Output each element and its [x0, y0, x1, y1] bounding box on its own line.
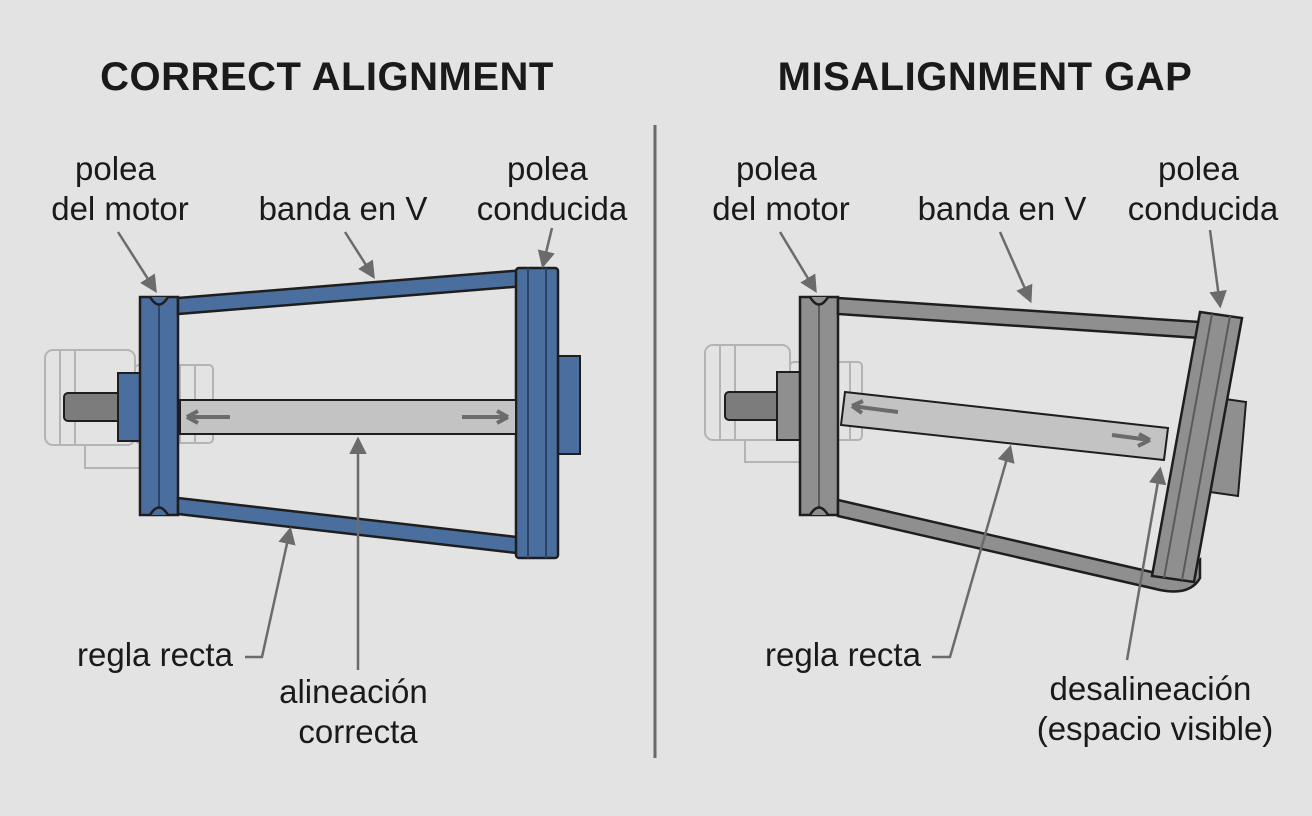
right-panel: MISALIGNMENT GAP: [704, 55, 1279, 747]
left-driven-pulley-label: polea conducida: [477, 150, 628, 227]
straightedge: [839, 390, 1170, 462]
double-arrow-icon: [850, 399, 899, 415]
left-leader-lines: [116, 227, 555, 670]
right-leader-lines: [778, 229, 1227, 661]
right-driven-pulley-label: polea conducida: [1128, 150, 1279, 227]
right-result-label: desalineación (espacio visible): [1037, 670, 1274, 747]
double-arrow-icon: [186, 409, 230, 425]
motor-shaft: [63, 392, 125, 422]
motor-pulley: [798, 295, 840, 517]
right-panel-title: MISALIGNMENT GAP: [778, 55, 1193, 99]
driven-pulley: [514, 266, 560, 560]
motor-pulley-hub: [117, 372, 143, 442]
left-motor-pulley-label: polea del motor: [51, 150, 189, 227]
right-motor-pulley-label: polea del motor: [712, 150, 850, 227]
left-panel-title: CORRECT ALIGNMENT: [100, 55, 554, 99]
motor-pulley-hub: [776, 371, 802, 441]
driven-pulley: [1150, 310, 1244, 584]
left-result-label: alineación correcta: [279, 673, 437, 750]
motor-pulley: [138, 295, 180, 517]
left-panel: CORRECT ALIGNMENT: [44, 55, 628, 750]
left-belt-label: banda en V: [259, 190, 428, 227]
right-straightedge-label: regla recta: [765, 636, 922, 673]
right-belt-label: banda en V: [918, 190, 1087, 227]
left-straightedge-label: regla recta: [77, 636, 234, 673]
straightedge: [179, 399, 517, 435]
